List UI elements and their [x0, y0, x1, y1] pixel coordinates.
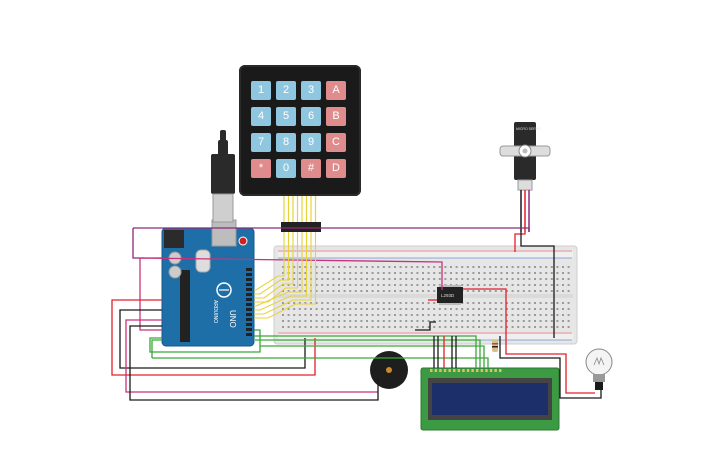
wire-green-5: [255, 339, 481, 368]
keypad-key[interactable]: #: [301, 159, 321, 178]
keypad-key[interactable]: C: [326, 133, 346, 152]
keypad-key[interactable]: 9: [301, 133, 321, 152]
motor-driver-ic[interactable]: [437, 285, 463, 305]
wire-green-3: [152, 357, 489, 368]
arduino-uno-board[interactable]: [161, 219, 255, 347]
micro-servo[interactable]: [499, 122, 551, 232]
keypad-key[interactable]: 5: [276, 107, 296, 126]
wire-purple-left: [125, 319, 378, 393]
keypad-key[interactable]: 0: [276, 159, 296, 178]
ic-label: L293D: [441, 293, 455, 298]
arduino-model-label: UNO: [228, 310, 237, 328]
keypad-key[interactable]: D: [326, 159, 346, 178]
wire-green-4: [260, 345, 485, 368]
wire-green-2: [151, 339, 162, 358]
wire-yellow-keypad: [254, 232, 294, 299]
keypad-key[interactable]: 8: [276, 133, 296, 152]
keypad-key[interactable]: *: [251, 159, 271, 178]
wire-yellow-keypad: [254, 232, 303, 307]
wires: [111, 227, 602, 401]
wire-purple-servo: [132, 228, 162, 259]
lcd-display[interactable]: [420, 367, 560, 431]
keypad-key[interactable]: 2: [276, 81, 296, 100]
wire-red-left: [111, 299, 316, 376]
arduino-brand-label: ARDUINO: [212, 300, 218, 323]
keypad-key[interactable]: A: [326, 81, 346, 100]
usb-cable[interactable]: [211, 130, 235, 223]
wire-pink-top: [139, 257, 443, 290]
keypad-key[interactable]: 1: [251, 81, 271, 100]
wire-red-servo: [514, 232, 526, 252]
wire-purple-top: [133, 227, 530, 232]
keypad-connector: [281, 196, 321, 232]
resistor[interactable]: [492, 340, 498, 352]
piezo-buzzer[interactable]: [370, 351, 408, 389]
wire-pink-left: [139, 262, 162, 331]
light-bulb[interactable]: [585, 348, 613, 390]
wire-green-6: [254, 335, 477, 368]
keypad-key[interactable]: 3: [301, 81, 321, 100]
wire-black-ic: [415, 321, 436, 331]
wire-yellow-keypad: [254, 232, 285, 291]
wire-yellow-keypad: [254, 232, 308, 311]
wire-yellow-keypad: [254, 232, 299, 303]
wire-green-1: [149, 329, 261, 353]
wire-yellow-keypad: [254, 232, 317, 319]
keypad-key[interactable]: 6: [301, 107, 321, 126]
wire-black-bulb: [499, 336, 602, 399]
keypad-key[interactable]: 7: [251, 133, 271, 152]
keypad-key[interactable]: B: [326, 107, 346, 126]
keypad-key[interactable]: 4: [251, 107, 271, 126]
wire-red-bulb: [463, 288, 595, 394]
wire-black-servo: [520, 232, 555, 338]
wire-yellow-keypad: [254, 232, 312, 315]
wire-black-bottom: [129, 325, 379, 401]
wire-yellow-keypad: [254, 232, 290, 295]
breadboard[interactable]: [273, 245, 578, 345]
servo-label: MICRO SERVO: [516, 127, 541, 131]
